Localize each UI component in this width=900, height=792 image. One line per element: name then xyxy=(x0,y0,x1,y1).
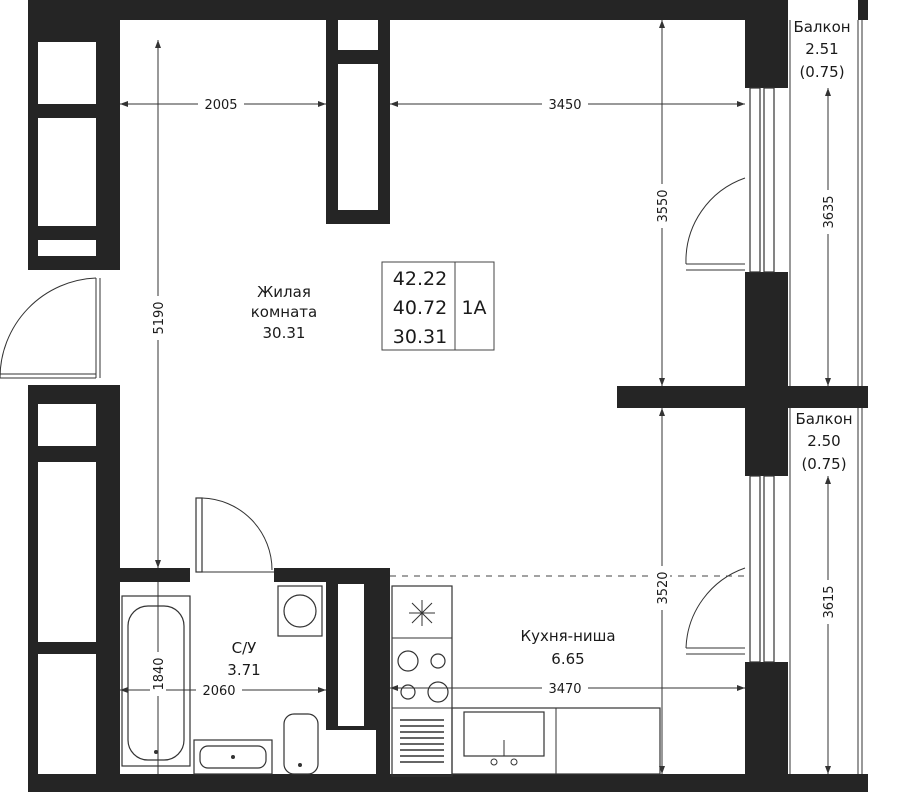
room-bathroom: С/У 3.71 xyxy=(227,639,260,679)
total-area: 42.22 xyxy=(393,268,447,290)
toilet xyxy=(283,713,319,775)
bathroom-sink xyxy=(193,739,273,775)
apartment-type: 1A xyxy=(461,297,486,319)
rooms-area: 30.31 xyxy=(393,326,447,348)
dim-kitchen-width: 3470 xyxy=(548,682,581,697)
dim-bath-height: 1840 xyxy=(152,657,167,690)
dim-balcony-top: 3635 xyxy=(822,195,837,228)
living-room-name-2: комната xyxy=(251,303,317,321)
bathroom-name: С/У xyxy=(232,639,257,657)
window-openings xyxy=(38,20,378,774)
bathroom-door xyxy=(195,497,274,573)
living-area: 40.72 xyxy=(393,297,447,319)
bathtub xyxy=(121,595,191,767)
entrance-door xyxy=(0,277,101,379)
room-kitchen: Кухня-ниша 6.65 xyxy=(520,627,615,668)
dim-left-height: 5190 xyxy=(152,301,167,334)
kitchen-units xyxy=(391,585,661,777)
dim-right-upper: 3550 xyxy=(656,189,671,222)
dim-top-right: 3450 xyxy=(548,98,581,113)
bathroom-area: 3.71 xyxy=(227,661,260,679)
room-living: Жилая комната 30.31 xyxy=(251,283,317,342)
living-room-area: 30.31 xyxy=(263,324,306,342)
balcony-top-coef: (0.75) xyxy=(799,63,844,81)
dimension-arrows xyxy=(120,20,831,774)
right-windows xyxy=(749,87,775,663)
dim-bath-width: 2060 xyxy=(202,684,235,699)
balcony-bottom-area: 2.50 xyxy=(807,432,840,450)
kitchen-name: Кухня-ниша xyxy=(520,627,615,645)
balcony-top-area: 2.51 xyxy=(805,40,838,58)
balcony-bottom-name: Балкон xyxy=(795,410,852,428)
room-balcony-bottom: Балкон 2.50 (0.75) xyxy=(795,410,852,473)
dim-balcony-bottom: 3615 xyxy=(822,585,837,618)
dim-top-left: 2005 xyxy=(204,98,237,113)
room-balcony-top: Балкон 2.51 (0.75) xyxy=(793,18,850,81)
washing-machine xyxy=(277,585,323,637)
walls xyxy=(28,0,868,792)
living-room-name-1: Жилая xyxy=(257,283,311,301)
dim-right-lower: 3520 xyxy=(656,571,671,604)
balcony-rails xyxy=(789,20,863,774)
balcony-top-name: Балкон xyxy=(793,18,850,36)
balcony-bottom-coef: (0.75) xyxy=(801,455,846,473)
balcony-doors xyxy=(685,177,746,655)
kitchen-area: 6.65 xyxy=(551,650,584,668)
area-summary-table: 42.22 40.72 30.31 1A xyxy=(381,261,495,351)
dimension-labels: 2005 3450 5190 3550 3520 3635 3615 1840 … xyxy=(150,96,837,699)
